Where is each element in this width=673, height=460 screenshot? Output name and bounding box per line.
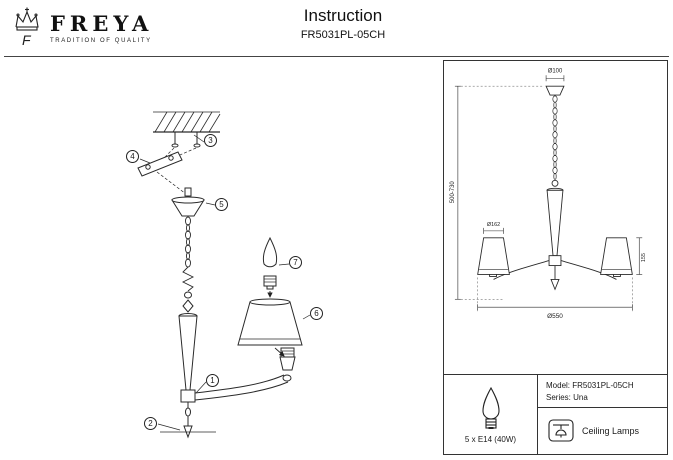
dim-shade-height-value: 155 [641, 253, 647, 262]
spec-panel: Ø100 [443, 60, 668, 455]
callout-shade: 6 [310, 307, 323, 320]
candle-bulb [262, 236, 278, 298]
dim-canopy [545, 75, 565, 82]
bulb-spec-label: 5 x E14 (40W) [464, 435, 517, 444]
bottom-pole [160, 402, 216, 439]
bulb-icon [481, 386, 500, 429]
dim-canopy-diameter: Ø100 [548, 68, 563, 74]
logo-monogram: F [22, 32, 32, 48]
callout-ceiling: 3 [204, 134, 217, 147]
series-label: Series: Una [546, 392, 588, 402]
dim-total-width [477, 277, 633, 312]
lamp-arm [194, 374, 292, 401]
freya-crown-icon: F [15, 7, 39, 48]
ceiling-lamp-icon [548, 419, 574, 442]
canopy [171, 187, 205, 217]
callout-bulb: 7 [289, 256, 302, 269]
page-title: Instruction [303, 6, 383, 25]
dim-total-diameter: Ø550 [547, 313, 563, 320]
fv-shade-right [600, 237, 633, 275]
model-label: Model: FR5031PL-05CH [546, 380, 634, 390]
assembly-diagram: 3 4 5 7 6 1 2 [60, 60, 440, 455]
dim-height [454, 85, 544, 300]
fv-shade-left [477, 237, 510, 275]
fv-column [546, 179, 564, 267]
freya-logo: F FREYA TRADITION OF QUALITY [10, 6, 153, 48]
mounting-bracket [137, 151, 187, 195]
socket [279, 347, 296, 371]
column-cone [178, 291, 198, 403]
dim-shade [483, 227, 504, 234]
page-model-number: FR5031PL-05CH [300, 29, 386, 41]
front-view-drawing: Ø100 [450, 68, 647, 320]
category-label: Ceiling Lamps [582, 426, 640, 436]
callout-canopy: 5 [215, 198, 228, 211]
brand-name: FREYA [50, 10, 154, 36]
fv-canopy [545, 85, 565, 96]
callout-leaders [139, 134, 311, 431]
brand-tagline: TRADITION OF QUALITY [50, 37, 152, 44]
bulb-spec-cell: 5 x E14 (40W) [444, 375, 538, 454]
ceiling-hatch [153, 111, 221, 133]
model-info-cell: Model: FR5031PL-05CH Series: Una Ceilin [538, 375, 667, 454]
dim-shade-diameter: Ø162 [487, 222, 500, 228]
category-row: Ceiling Lamps [538, 408, 667, 454]
assembly-drawing [137, 111, 311, 439]
callout-bracket: 4 [126, 150, 139, 163]
chain [181, 216, 195, 292]
fv-finial [550, 265, 560, 291]
dim-shade-height [636, 237, 643, 275]
dim-height-range: 500-730 [450, 181, 456, 203]
header-divider [4, 56, 669, 57]
fv-chain [552, 95, 558, 180]
fv-arm-left [493, 260, 550, 280]
fv-arm-right [560, 260, 617, 280]
lampshade [237, 298, 303, 357]
callout-pole: 2 [144, 417, 157, 430]
panel-info: 5 x E14 (40W) Model: FR5031PL-05CH Serie… [444, 374, 667, 454]
callout-arm: 1 [206, 374, 219, 387]
